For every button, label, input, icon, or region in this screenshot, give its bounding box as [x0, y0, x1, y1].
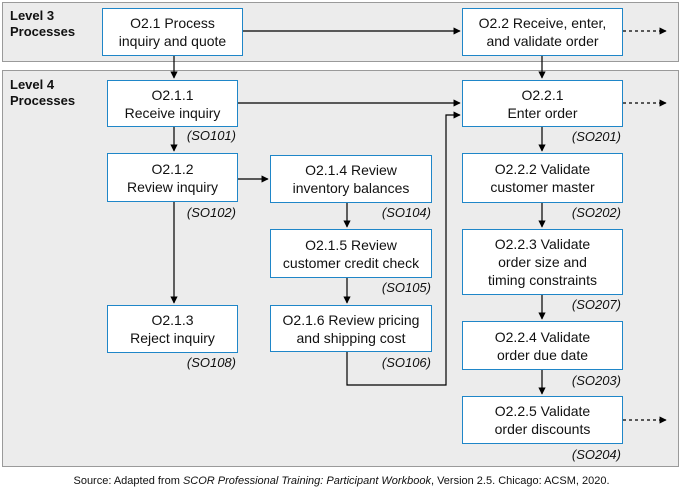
- process-box-o2-2-5: O2.2.5 Validate order discounts: [462, 396, 623, 444]
- process-box-o2-2-4: O2.2.4 Validate order due date: [462, 321, 623, 370]
- process-box-o2-1-4: O2.1.4 Review inventory balances: [270, 155, 432, 203]
- level-4-label: Level 4 Processes: [10, 77, 76, 108]
- source-title: SCOR Professional Training: Participant …: [182, 475, 431, 487]
- process-box-o2-2-1: O2.2.1 Enter order: [462, 80, 623, 127]
- process-box-o2-1-5: O2.1.5 Review customer credit check: [270, 229, 432, 278]
- source-citation: Source: Adapted from SCOR Professional T…: [0, 474, 683, 488]
- code-so203: (SO203): [571, 373, 621, 388]
- code-so207: (SO207): [571, 297, 621, 312]
- source-prefix: Source: Adapted from: [73, 475, 183, 487]
- code-so201: (SO201): [571, 129, 621, 144]
- process-box-o2-1-2: O2.1.2 Review inquiry: [107, 153, 238, 202]
- process-box-o2-1-6: O2.1.6 Review pricing and shipping cost: [270, 305, 432, 352]
- process-box-o2-1-1: O2.1.1 Receive inquiry: [107, 80, 238, 127]
- source-suffix: , Version 2.5. Chicago: ACSM, 2020.: [430, 475, 610, 487]
- code-so202: (SO202): [571, 205, 621, 220]
- process-box-o2-2: O2.2 Receive, enter, and validate order: [462, 8, 623, 56]
- process-box-o2-2-3: O2.2.3 Validate order size and timing co…: [462, 229, 623, 295]
- code-so108: (SO108): [186, 355, 236, 370]
- process-box-o2-2-2: O2.2.2 Validate customer master: [462, 153, 623, 203]
- code-so101: (SO101): [186, 128, 236, 143]
- level-3-label: Level 3 Processes: [10, 8, 76, 39]
- edge-p216-p221: [346, 111, 461, 386]
- code-so106: (SO106): [381, 355, 431, 370]
- code-so204: (SO204): [571, 447, 621, 462]
- process-box-o2-1: O2.1 Process inquiry and quote: [102, 8, 243, 56]
- process-box-o2-1-3: O2.1.3 Reject inquiry: [107, 305, 238, 353]
- code-so105: (SO105): [381, 280, 431, 295]
- code-so104: (SO104): [381, 205, 431, 220]
- code-so102: (SO102): [186, 205, 236, 220]
